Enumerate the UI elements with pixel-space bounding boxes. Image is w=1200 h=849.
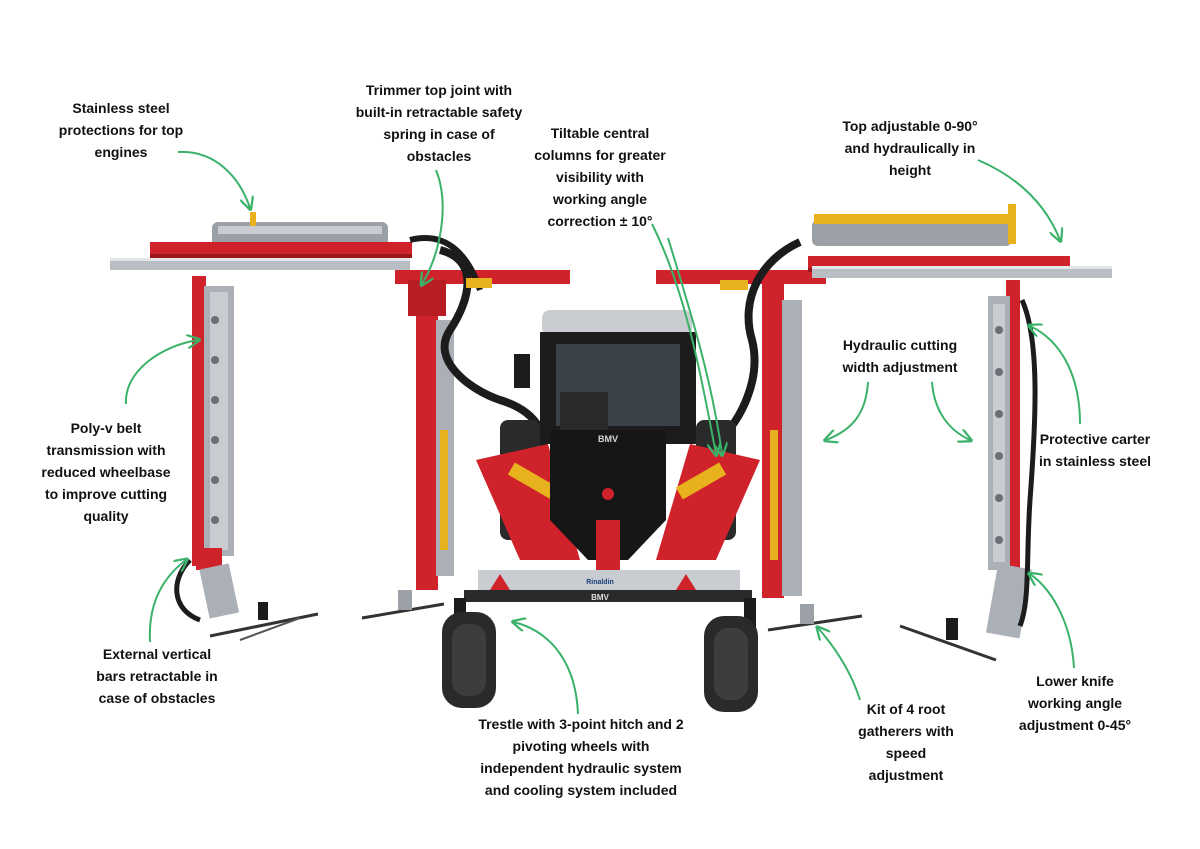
- arrow-tiltable-columns-2: [667, 237, 722, 454]
- right-inner-column: [717, 238, 802, 598]
- callout-protective-carter: Protective carter in stainless steel: [1038, 431, 1152, 469]
- right-inner-root-gatherer: [767, 604, 863, 632]
- maker-logo: Rinaldin: [586, 579, 614, 586]
- callout-trimmer-top-joint: Trimmer top joint with built-in retracta…: [355, 82, 523, 164]
- left-outer-root-gatherer: [209, 602, 319, 641]
- arrow-trimmer-top-joint: [422, 169, 444, 284]
- trestle-right-wheel: [704, 616, 758, 712]
- callout-hydraulic-width: Hydraulic cutting width adjustment: [842, 337, 958, 375]
- left-outer-trimmer: [174, 276, 240, 623]
- callout-root-gatherers: Kit of 4 root gatherers with speed adjus…: [858, 701, 954, 783]
- arrow-lower-knife: [1030, 574, 1075, 669]
- tractor-cab: [514, 310, 696, 444]
- arrow-top-adjustable: [977, 159, 1060, 240]
- callout-poly-v-belt: Poly-v belt transmission with reduced wh…: [41, 420, 171, 524]
- left-top-motor-cover: [212, 212, 388, 248]
- arrow-tiltable-columns-1: [651, 223, 716, 454]
- trestle-frame: Rinaldin BMV: [454, 570, 756, 628]
- callout-lower-knife: Lower knife working angle adjustment 0-4…: [1018, 673, 1132, 733]
- left-inner-root-gatherer: [361, 590, 445, 620]
- callout-top-adjustable: Top adjustable 0-90° and hydraulically i…: [842, 118, 978, 178]
- callout-stainless-protections: Stainless steel protections for top engi…: [58, 100, 184, 160]
- right-outer-trimmer: [986, 280, 1038, 639]
- arrow-external-bars: [148, 560, 186, 643]
- left-inner-column: [408, 235, 548, 590]
- arrow-hydraulic-width-left: [826, 381, 869, 440]
- trestle-left-wheel: [442, 612, 496, 708]
- callout-trestle: Trestle with 3-point hitch and 2 pivotin…: [478, 716, 684, 798]
- left-steel-bar: [110, 258, 410, 270]
- right-steel-bar: [812, 266, 1112, 278]
- arrow-protective-carter: [1030, 326, 1081, 425]
- callout-tiltable-columns: Tiltable central columns for greater vis…: [534, 125, 666, 229]
- arrow-poly-v-belt: [124, 340, 198, 405]
- arrow-trestle: [514, 622, 579, 715]
- arrow-root-gatherers: [818, 628, 861, 701]
- bar-logo: BMV: [591, 593, 609, 602]
- shield-logo: BMV: [598, 434, 618, 444]
- arrow-hydraulic-width-right: [931, 381, 970, 440]
- callout-external-bars: External vertical bars retractable in ca…: [96, 646, 218, 706]
- arrow-stainless-protections: [177, 150, 250, 208]
- right-top-motor-cover: [812, 204, 1016, 246]
- right-outer-root-gatherer: [899, 618, 997, 662]
- center-shield: BMV: [550, 430, 666, 560]
